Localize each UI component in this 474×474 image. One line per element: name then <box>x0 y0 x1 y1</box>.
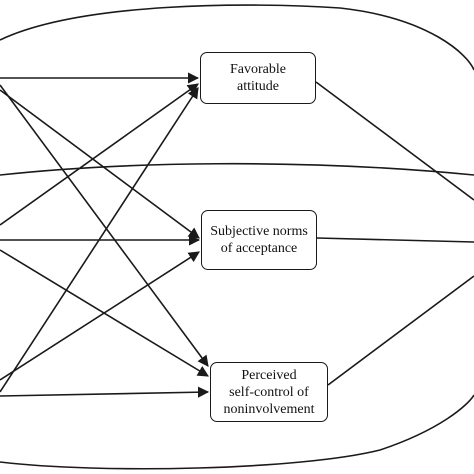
node-perceived-control: Perceived self-control of noninvolvement <box>210 362 328 422</box>
node-control-line3: noninvolvement <box>223 401 315 417</box>
arrow-a-to-norms <box>0 89 200 239</box>
node-norms-line2: of acceptance <box>220 241 298 256</box>
arrow-c-to-control <box>0 386 210 398</box>
line-favorable-out <box>315 81 474 201</box>
node-favorable-attitude: Favorable attitude <box>200 52 316 104</box>
middle-curve <box>0 162 474 176</box>
arrow-b-to-favorable <box>0 83 199 226</box>
node-subjective-norms: Subjective norms of acceptance <box>201 210 317 270</box>
arrow-a-to-control <box>0 84 209 367</box>
node-control-line2: self-control of <box>229 384 309 400</box>
node-favorable-line2: attitude <box>237 79 279 94</box>
outer-curve-bottom <box>0 394 474 470</box>
arrow-b-to-control <box>0 249 209 377</box>
node-favorable-line1: Favorable <box>230 62 286 77</box>
line-control-out <box>327 275 474 386</box>
node-control-line1: Perceived <box>241 367 297 383</box>
line-norms-out <box>316 237 474 243</box>
outer-curve-top <box>0 4 474 71</box>
node-norms-line1: Subjective norms <box>210 224 308 239</box>
arrow-c-to-norms <box>0 251 200 381</box>
